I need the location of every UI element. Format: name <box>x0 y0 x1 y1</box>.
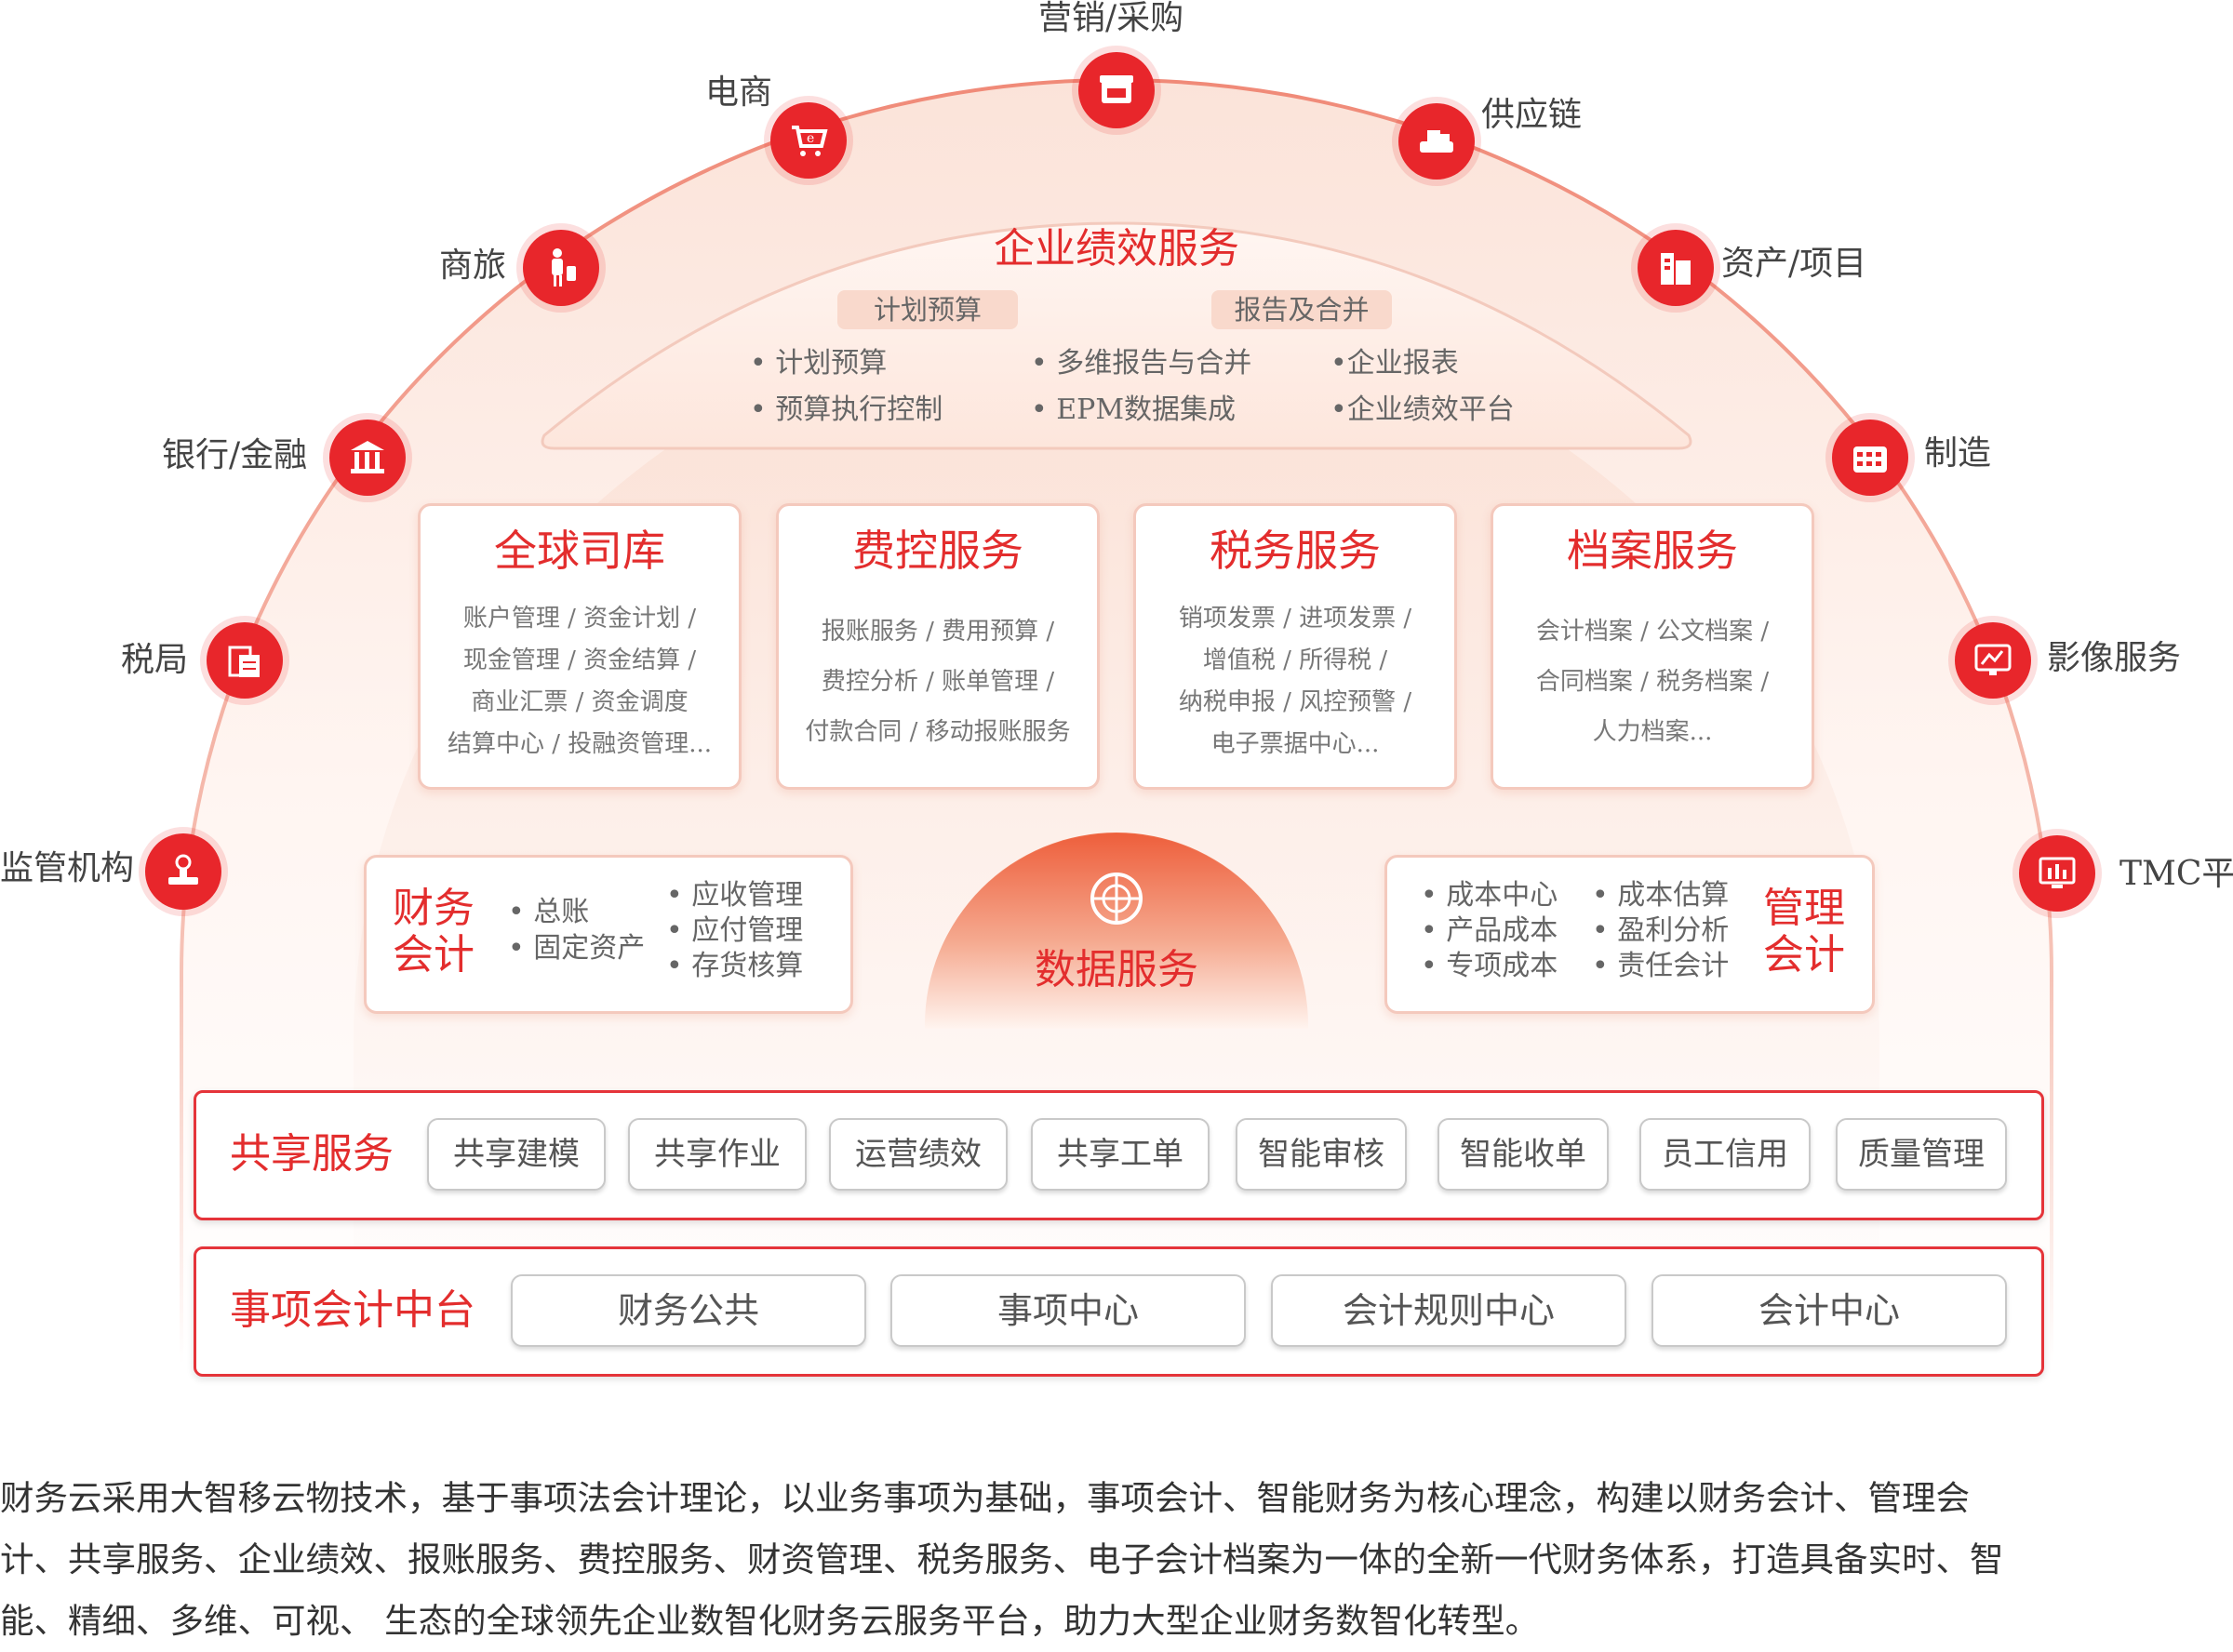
card-global-treasury: 全球司库 账户管理 / 资金计划 / 现金管理 / 资金结算 / 商业汇票 / … <box>418 503 742 790</box>
ecommerce-icon: e <box>770 102 847 179</box>
fa-title-1: 财务 <box>393 885 475 932</box>
ma-title-2: 会计 <box>1763 931 1845 979</box>
description-paragraph: 财务云采用大智移云物技术，基于事项法会计理论，以业务事项为基础，事项会计、智能财… <box>0 1468 2224 1652</box>
card-expense-control: 费控服务 报账服务 / 费用预算 / 费控分析 / 账单管理 / 付款合同 / … <box>776 503 1100 790</box>
card-title: 费控服务 <box>852 526 1023 576</box>
event-item[interactable]: 会计中心 <box>1651 1274 2007 1347</box>
fa-item: • 固定资产 <box>508 932 646 965</box>
assets-icon <box>1638 230 1714 306</box>
fa-title-2: 会计 <box>393 931 475 979</box>
label-marketing: 营销/采购 <box>1038 0 1184 37</box>
epm-tab-report-label: 报告及合并 <box>1234 294 1370 326</box>
epm-item: • 预算执行控制 <box>750 393 943 426</box>
shared-item[interactable]: 智能收单 <box>1437 1118 1609 1191</box>
bank-icon <box>329 420 406 496</box>
imaging-icon <box>1955 622 2031 699</box>
ma-item: • 成本估算 <box>1592 879 1730 912</box>
card-line: 商业汇票 / 资金调度 <box>471 688 689 716</box>
event-accounting-bar: 事项会计中台 财务公共 事项中心 会计规则中心 会计中心 <box>194 1246 2044 1377</box>
manufacturing-icon <box>1832 420 1908 496</box>
regulator-icon <box>145 833 221 910</box>
event-item[interactable]: 财务公共 <box>511 1274 866 1347</box>
card-title: 税务服务 <box>1210 526 1381 576</box>
shared-item[interactable]: 共享建模 <box>427 1118 606 1191</box>
fa-item: • 应收管理 <box>666 879 804 912</box>
description-line: 财务云采用大智移云物技术，基于事项法会计理论，以业务事项为基础，事项会计、智能财… <box>0 1478 1970 1518</box>
fa-item: • 存货核算 <box>666 950 804 982</box>
shared-services-title: 共享服务 <box>230 1130 394 1178</box>
epm-item: • EPM数据集成 <box>1031 393 1237 426</box>
card-line: 增值税 / 所得税 / <box>1202 646 1388 674</box>
event-accounting-title: 事项会计中台 <box>230 1286 475 1334</box>
tmc-icon <box>2019 835 2095 912</box>
card-line: 电子票据中心... <box>1210 730 1380 758</box>
svg-text:e: e <box>807 131 814 146</box>
shared-item[interactable]: 共享工单 <box>1031 1118 1210 1191</box>
fa-item: • 总账 <box>508 896 590 928</box>
epm-item: •企业绩效平台 <box>1330 393 1515 426</box>
label-travel: 商旅 <box>439 246 507 285</box>
card-line: 付款合同 / 移动报账服务 <box>805 718 1071 746</box>
label-bank: 银行/金融 <box>162 436 308 474</box>
data-service-title: 数据服务 <box>1035 946 1198 993</box>
supply-chain-icon <box>1398 103 1475 180</box>
epm-title: 企业绩效服务 <box>994 225 1239 273</box>
ma-item: • 盈利分析 <box>1592 914 1730 947</box>
epm-tab-plan-label: 计划预算 <box>873 294 982 326</box>
tax-bureau-icon <box>207 622 283 699</box>
shared-item[interactable]: 共享作业 <box>628 1118 807 1191</box>
event-item[interactable]: 事项中心 <box>890 1274 1246 1347</box>
card-title: 档案服务 <box>1567 526 1738 576</box>
globe-icon <box>1090 873 1143 925</box>
card-line: 人力档案... <box>1592 718 1713 746</box>
card-line: 账户管理 / 资金计划 / <box>462 605 697 633</box>
management-accounting-box: • 成本中心 • 产品成本 • 专项成本 • 成本估算 • 盈利分析 • 责任会… <box>1384 855 1875 1014</box>
ma-item: • 产品成本 <box>1421 914 1558 947</box>
description-line: 能、精细、多维、可视、 生态的全球领先企业数智化财务云服务平台，助力大型企业财务… <box>0 1601 1540 1641</box>
marketing-icon <box>1078 52 1155 128</box>
card-line: 费控分析 / 账单管理 / <box>821 668 1055 696</box>
epm-item: • 计划预算 <box>750 347 888 380</box>
card-line: 结算中心 / 投融资管理... <box>447 730 713 758</box>
label-tmc: TMC平台 <box>2119 855 2233 893</box>
card-archive-service: 档案服务 会计档案 / 公文档案 / 合同档案 / 税务档案 / 人力档案... <box>1491 503 1814 790</box>
shared-services-bar: 共享服务 共享建模 共享作业 运营绩效 共享工单 智能审核 智能收单 员工信用 … <box>194 1090 2044 1220</box>
card-line: 合同档案 / 税务档案 / <box>1535 668 1770 696</box>
description-line: 计、共享服务、企业绩效、报账服务、费控服务、财资管理、税务服务、电子会计档案为一… <box>0 1539 2004 1579</box>
card-line: 报账服务 / 费用预算 / <box>821 618 1055 646</box>
card-line: 会计档案 / 公文档案 / <box>1535 618 1770 646</box>
label-ecommerce: 电商 <box>705 73 773 112</box>
ma-item: • 专项成本 <box>1421 950 1558 982</box>
label-supply-chain: 供应链 <box>1481 96 1583 134</box>
ma-item: • 成本中心 <box>1421 879 1558 912</box>
epm-tab-report: 报告及合并 <box>1211 290 1392 329</box>
fa-item: • 应付管理 <box>666 914 804 947</box>
card-line: 纳税申报 / 风控预警 / <box>1178 688 1412 716</box>
shared-item[interactable]: 质量管理 <box>1836 1118 2007 1191</box>
card-line: 销项发票 / 进项发票 / <box>1178 605 1412 633</box>
ma-title-1: 管理 <box>1763 885 1845 932</box>
card-line: 现金管理 / 资金结算 / <box>462 646 697 674</box>
travel-icon <box>523 230 599 306</box>
label-regulator: 监管机构 <box>0 849 135 887</box>
shared-item[interactable]: 智能审核 <box>1236 1118 1407 1191</box>
label-tax-bureau: 税局 <box>121 641 189 679</box>
epm-item: • 多维报告与合并 <box>1031 347 1252 380</box>
epm-tab-plan: 计划预算 <box>837 290 1018 329</box>
label-manufacturing: 制造 <box>1924 434 1992 473</box>
epm-item: •企业报表 <box>1330 347 1459 380</box>
label-imaging: 影像服务 <box>2047 639 2182 677</box>
ma-item: • 责任会计 <box>1592 950 1730 982</box>
shared-item[interactable]: 运营绩效 <box>829 1118 1008 1191</box>
card-title: 全球司库 <box>494 526 665 576</box>
event-item[interactable]: 会计规则中心 <box>1271 1274 1626 1347</box>
card-tax-service: 税务服务 销项发票 / 进项发票 / 增值税 / 所得税 / 纳税申报 / 风控… <box>1133 503 1457 790</box>
label-assets: 资产/项目 <box>1721 245 1867 283</box>
shared-item[interactable]: 员工信用 <box>1639 1118 1811 1191</box>
financial-accounting-box: 财务 会计 • 总账 • 固定资产 • 应收管理 • 应付管理 • 存货核算 <box>364 855 853 1014</box>
